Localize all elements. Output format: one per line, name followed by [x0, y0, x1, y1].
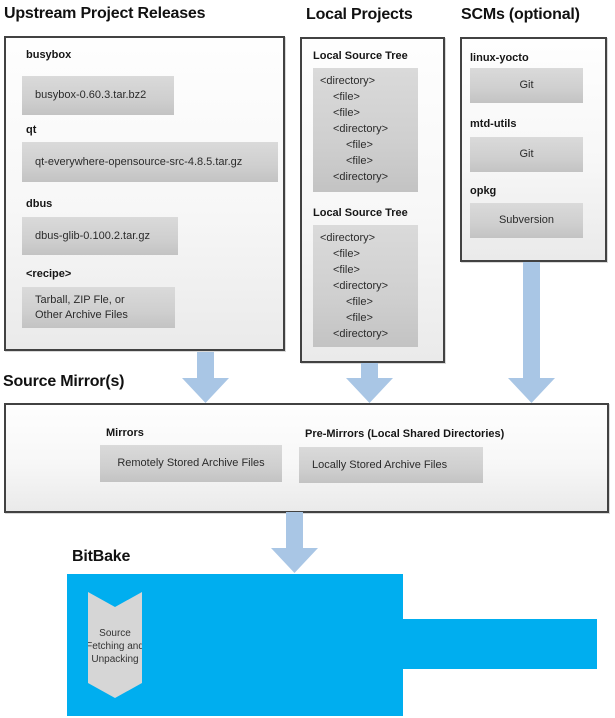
premirrors-label: Pre-Mirrors (Local Shared Directories) [305, 428, 505, 440]
upstream-item-label: <recipe> [26, 268, 72, 280]
tree-line: <directory> [333, 280, 389, 292]
tree-line: <file> [346, 296, 373, 308]
upstream-archive-box: busybox-0.60.3.tar.bz2 [22, 76, 174, 115]
tree-line: <file> [333, 264, 360, 276]
archive-name-line: Tarball, ZIP Fle, or [35, 293, 125, 306]
tree-line: <file> [333, 107, 360, 119]
scm-type-box: Subversion [470, 203, 583, 238]
premirrors-archive-text: Locally Stored Archive Files [312, 458, 448, 471]
archive-name: busybox-0.60.3.tar.bz2 [35, 89, 147, 101]
upstream-archive-box: dbus-glib-0.100.2.tar.gz [22, 217, 178, 255]
upstream-item-label: busybox [26, 49, 72, 61]
arrow-upstream-to-mirrors-icon [182, 352, 229, 403]
premirrors-archive-box: Locally Stored Archive Files [299, 447, 483, 483]
arrow-scms-to-mirrors-icon [508, 262, 555, 403]
task-line: Unpacking [91, 653, 139, 665]
bitbake-output-tab [403, 619, 597, 669]
scm-item-label: mtd-utils [470, 118, 517, 130]
local-source-tree-label: Local Source Tree [313, 50, 408, 62]
mirrors-label: Mirrors [106, 427, 144, 439]
upstream-item-label: qt [26, 124, 37, 136]
tree-line: <directory> [333, 123, 389, 135]
archive-name: qt-everywhere-opensource-src-4.8.5.tar.g… [35, 155, 243, 168]
scm-item-label: opkg [470, 185, 497, 197]
upstream-releases-heading: Upstream Project Releases [4, 5, 206, 22]
arrow-mirrors-to-bitbake-icon [271, 512, 318, 573]
arrow-local-to-mirrors-icon [346, 363, 393, 403]
upstream-archive-box: Tarball, ZIP Fle, or Other Archive Files [22, 287, 175, 328]
scm-type: Subversion [498, 214, 555, 226]
tree-line: <file> [346, 139, 373, 151]
tree-line: <directory> [333, 171, 389, 183]
tree-line: <directory> [320, 232, 376, 244]
mirrors-archive-box: Remotely Stored Archive Files [100, 445, 282, 482]
source-fetching-chevron: Source Fetching and Unpacking [88, 592, 142, 698]
tree-line: <file> [346, 155, 373, 167]
upstream-item-label: dbus [26, 198, 53, 210]
tree-line: <directory> [320, 75, 376, 87]
scms-heading: SCMs (optional) [461, 6, 580, 23]
scm-item-label: linux-yocto [470, 52, 529, 64]
task-line: Fetching and [86, 640, 144, 652]
archive-name: dbus-glib-0.100.2.tar.gz [35, 229, 150, 242]
scm-type: Git [519, 148, 534, 160]
bitbake-heading: BitBake [72, 548, 131, 565]
local-source-tree-box: <directory> <file> <file> <directory> <f… [313, 68, 418, 192]
archive-name-line: Other Archive Files [35, 308, 128, 321]
tree-line: <file> [346, 312, 373, 324]
tree-line: <file> [333, 91, 360, 103]
local-projects-heading: Local Projects [306, 6, 413, 23]
local-source-tree-box: <directory> <file> <file> <directory> <f… [313, 225, 418, 347]
local-source-tree-label: Local Source Tree [313, 207, 408, 219]
tree-line: <file> [333, 248, 360, 260]
scm-type-box: Git [470, 68, 583, 103]
scm-type-box: Git [470, 137, 583, 172]
upstream-archive-box: qt-everywhere-opensource-src-4.8.5.tar.g… [22, 142, 278, 182]
scm-type: Git [519, 79, 534, 91]
tree-line: <directory> [333, 328, 389, 340]
task-line: Source [99, 627, 131, 639]
mirrors-archive-text: Remotely Stored Archive Files [117, 457, 265, 469]
source-mirrors-heading: Source Mirror(s) [3, 373, 125, 390]
